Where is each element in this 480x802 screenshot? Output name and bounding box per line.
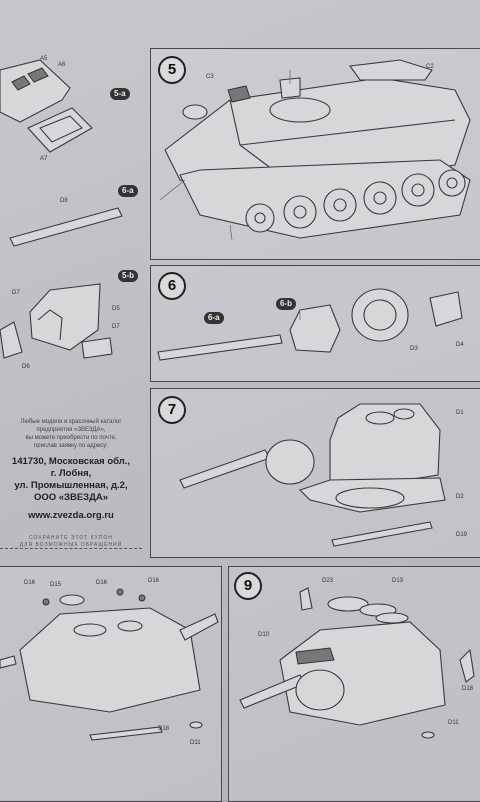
- label-d2: D2: [456, 494, 464, 500]
- label-d3: D3: [410, 346, 418, 352]
- hatch-parts-drawing: [0, 59, 93, 153]
- substep-5a-badge: 5-a: [110, 88, 130, 100]
- coupon-website: www.zvezda.org.ru: [28, 510, 114, 521]
- label-a6: A6: [58, 62, 66, 68]
- label-d10: D10: [258, 632, 270, 638]
- step-number-6: 6: [158, 272, 186, 300]
- label-d1: D1: [456, 410, 464, 416]
- substep-5b-badge: 5-b: [118, 270, 138, 282]
- turret-drawing: [179, 403, 446, 547]
- coupon-address: 141730, Московская обл., г. Лобня, ул. П…: [0, 456, 142, 504]
- label-a7: A7: [40, 156, 48, 162]
- address-line-3: ул. Промышленная, д.2,: [14, 480, 128, 491]
- substep-6b-badge: 6-b: [276, 298, 296, 310]
- coupon-text-line-3: вы можете приобрести по почте,: [25, 435, 117, 441]
- label-d5: D5: [112, 306, 120, 312]
- turret-step8-drawing: [0, 588, 219, 741]
- label-d23: D23: [322, 578, 334, 584]
- step-number-9: 9: [234, 572, 262, 600]
- keep-note-line-2: ДЛЯ ВОЗМОЖНЫХ ОБРАЩЕНИЙ: [19, 542, 123, 548]
- label-d18-a: D18: [158, 726, 170, 732]
- label-d13: D13: [392, 578, 404, 584]
- label-d19: D19: [456, 532, 468, 538]
- label-d7-left: D7: [12, 290, 20, 296]
- coupon-text-line-4: прислав заявку по адресу:: [34, 443, 108, 449]
- gun-mantlet-drawing: [157, 288, 463, 361]
- substep-6a-badge: 6-a: [118, 185, 138, 197]
- rod-d8-drawing: [9, 207, 123, 247]
- label-d11-b: D11: [448, 720, 459, 726]
- zvezda-coupon: Любые модели и красочный каталог предпри…: [0, 398, 142, 556]
- label-d6: D6: [22, 364, 30, 370]
- substep-6a-badge-2: 6-a: [204, 312, 224, 324]
- coupon-keep-note: СОХРАНИТЕ ЭТОТ КУПОН ДЛЯ ВОЗМОЖНЫХ ОБРАЩ…: [0, 535, 142, 549]
- coupon-text-line-2: предприятия «ЗВЕЗДА»,: [36, 427, 106, 433]
- hull-drawing: [159, 59, 471, 241]
- label-d11-a: D11: [190, 740, 201, 746]
- address-line-1: 141730, Московская обл.,: [11, 456, 131, 467]
- coupon-text-line-1: Любые модели и красочный каталог: [20, 419, 122, 425]
- label-c2: C2: [426, 64, 434, 70]
- step-number-7: 7: [158, 396, 186, 424]
- address-line-2: г. Лобня,: [50, 468, 92, 479]
- coupon-cut-line: [0, 548, 142, 549]
- keep-note-line-1: СОХРАНИТЕ ЭТОТ КУПОН: [29, 535, 113, 541]
- label-d18-b: D18: [462, 686, 474, 692]
- label-d16-a: D16: [24, 580, 36, 586]
- address-line-4: ООО «ЗВЕЗДА»: [33, 492, 109, 503]
- label-d4: D4: [456, 342, 464, 348]
- label-d8: D8: [60, 198, 68, 204]
- label-d16-b: D16: [96, 580, 108, 586]
- step-number-5: 5: [158, 56, 186, 84]
- label-a5: A5: [40, 56, 48, 62]
- label-d16-c: D16: [148, 578, 160, 584]
- turret-step9-drawing: [239, 587, 475, 739]
- label-d7-right: D7: [112, 324, 120, 330]
- label-d15: D15: [50, 582, 62, 588]
- cupola-drawing: [0, 283, 113, 359]
- label-c3: C3: [206, 74, 214, 80]
